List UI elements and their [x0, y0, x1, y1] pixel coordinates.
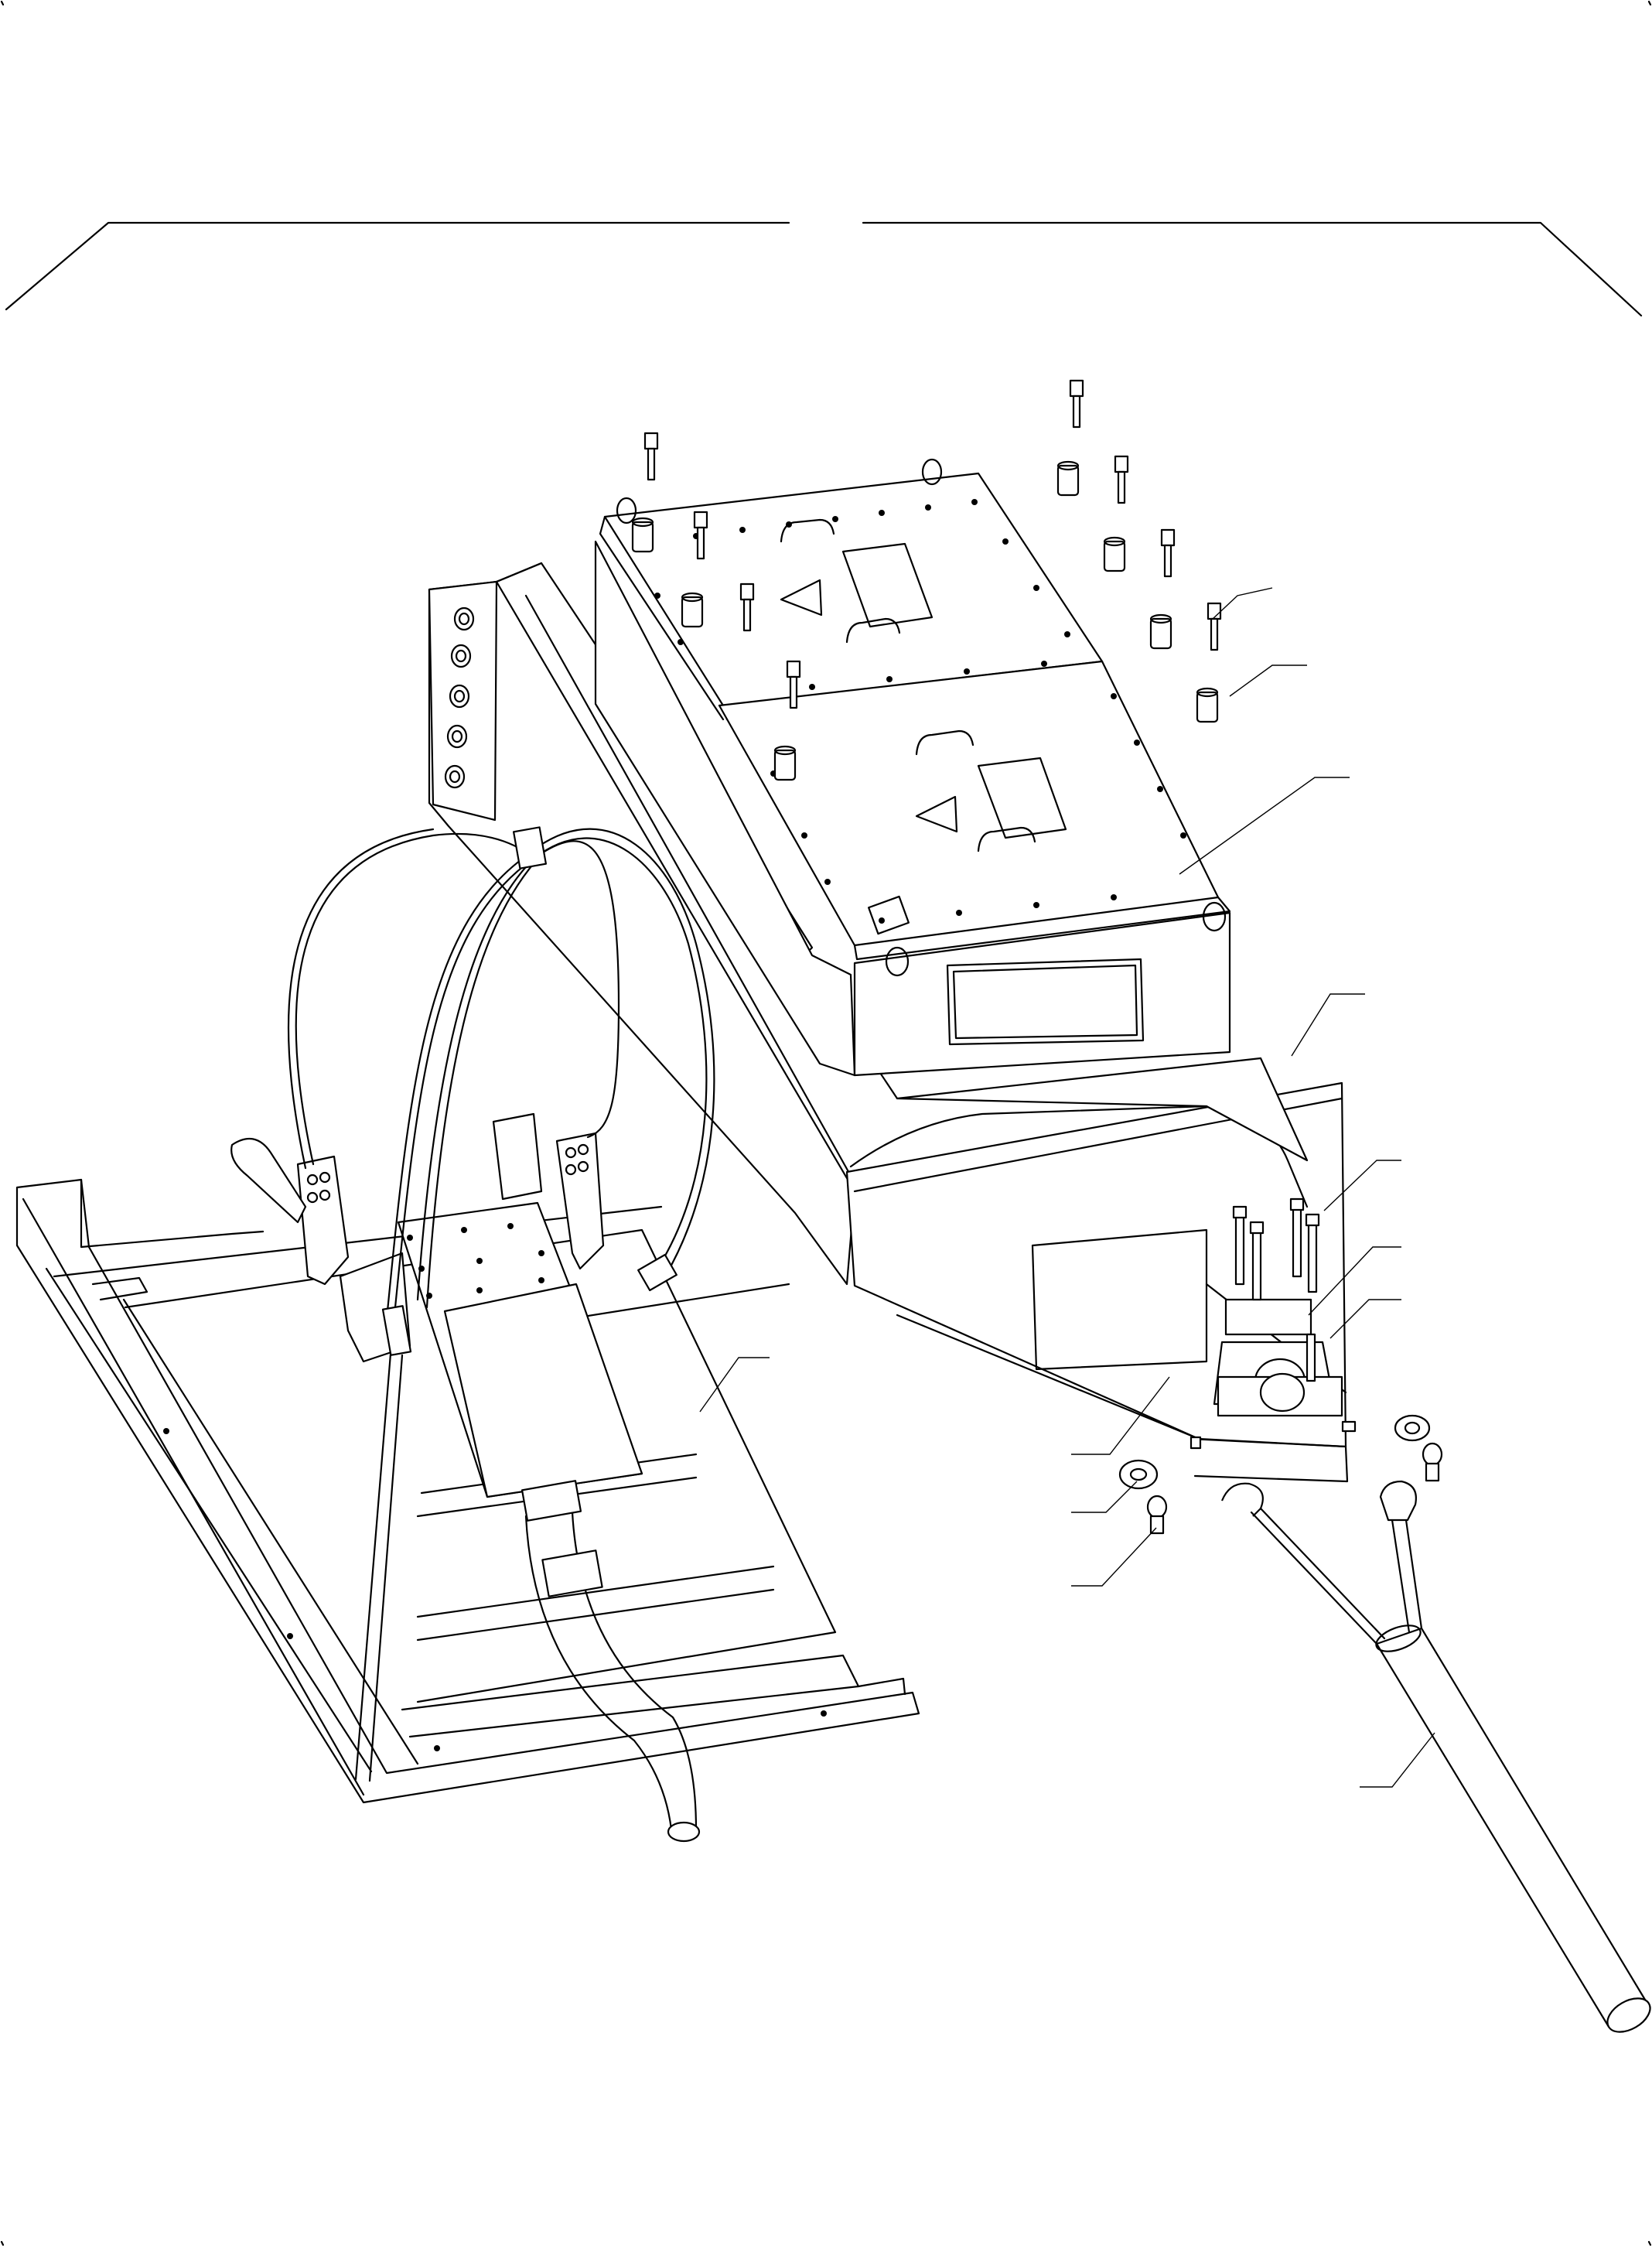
- cable-arches: [287, 826, 715, 1782]
- exploded-fasteners: [631, 379, 1222, 781]
- pin-and-ring-parts: [1118, 1414, 1443, 1535]
- battery-box: [594, 458, 1231, 1077]
- sled-tray: [15, 1178, 920, 1804]
- spacer: [773, 745, 797, 781]
- spacer: [631, 517, 654, 553]
- callout-leader-8: [699, 1357, 770, 1413]
- bolt: [643, 432, 659, 481]
- side-mount-plate: [428, 562, 543, 822]
- callout-leader-11: [1071, 1527, 1157, 1587]
- bolt: [1207, 602, 1222, 651]
- tow-bar: [1220, 1480, 1651, 2033]
- bolt: [1160, 528, 1176, 578]
- spacer: [1056, 460, 1080, 497]
- spacer: [1103, 536, 1126, 572]
- banner-frame: [5, 221, 1643, 317]
- spacer: [1196, 687, 1219, 723]
- callout-leader-3: [1179, 777, 1350, 875]
- callout-leader-12: [1360, 1732, 1435, 1788]
- bolt: [1069, 379, 1084, 429]
- lid-bolts: [647, 499, 1186, 924]
- callout-leader-1: [1212, 587, 1273, 620]
- callout-leader-10: [1071, 1481, 1138, 1513]
- bolt: [786, 660, 801, 709]
- bolt: [1114, 455, 1129, 504]
- callout-leader-2: [1229, 664, 1307, 697]
- spacer: [681, 592, 704, 628]
- bolt: [693, 511, 708, 560]
- callout-leader-5: [1323, 1160, 1401, 1211]
- clamp-assembly: [1213, 1197, 1343, 1417]
- callout-leader-4: [1291, 993, 1365, 1057]
- mounting-holes: [444, 606, 475, 789]
- callout-leaders: [699, 587, 1435, 1788]
- callout-leader-9: [1071, 1376, 1170, 1455]
- flex-hose: [230, 1137, 701, 1843]
- callout-leader-6: [1308, 1246, 1401, 1316]
- bolt: [739, 582, 755, 632]
- cover-plate: [397, 1201, 643, 1498]
- callout-leader-7: [1329, 1299, 1401, 1339]
- spacer: [1149, 613, 1172, 650]
